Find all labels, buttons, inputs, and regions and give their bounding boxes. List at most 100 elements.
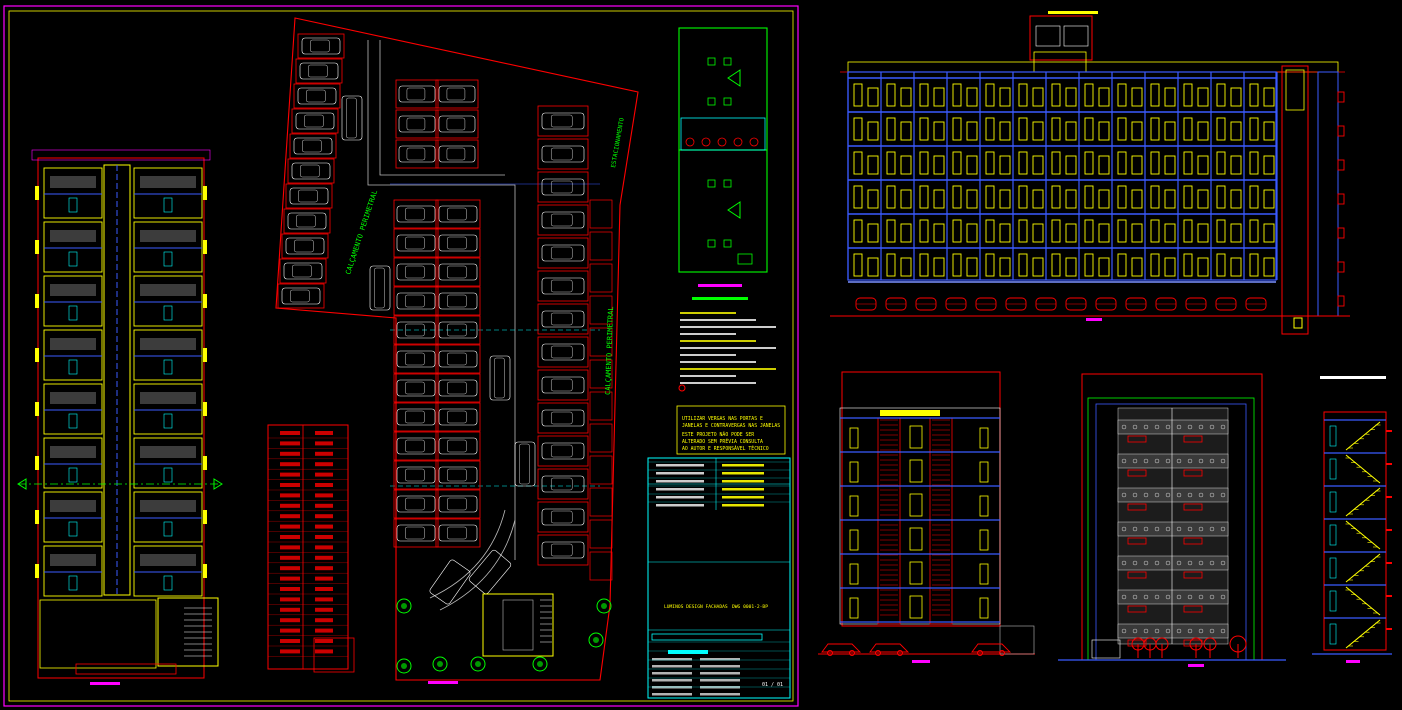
- water-tank: [717, 137, 727, 147]
- window: [985, 185, 995, 209]
- window: [1164, 155, 1176, 175]
- car-icon: [291, 162, 331, 180]
- water-tank: [733, 137, 743, 147]
- car-icon: [438, 466, 478, 484]
- side-elevation-1[interactable]: [818, 371, 1035, 663]
- car-icon: [541, 442, 585, 460]
- window: [1051, 117, 1061, 141]
- window: [1249, 117, 1259, 141]
- door: [1329, 557, 1337, 579]
- window: [1051, 253, 1061, 277]
- tree-icon: [588, 632, 604, 648]
- window-mark: [203, 456, 207, 470]
- parking-stall: [435, 109, 479, 139]
- window: [1098, 87, 1110, 107]
- window: [966, 223, 978, 243]
- window: [1337, 91, 1345, 103]
- floor-plan-tower[interactable]: [17, 149, 223, 685]
- parking-stall: [537, 435, 589, 467]
- car-icon: [396, 524, 436, 542]
- car-icon: [541, 541, 585, 559]
- car-icon: [541, 211, 585, 229]
- window: [1117, 253, 1127, 277]
- door: [1329, 590, 1337, 612]
- parking-stall: [435, 489, 481, 519]
- window: [1337, 193, 1345, 205]
- car-icon: [429, 559, 471, 605]
- car-icon: [514, 441, 536, 487]
- window: [1230, 189, 1242, 209]
- unit-interior: [140, 554, 196, 566]
- unit-interior: [140, 338, 196, 350]
- door: [1329, 425, 1337, 447]
- window-door-schedule[interactable]: [267, 424, 355, 673]
- note-line-1: UTILIZAR VERGAS NAS PORTAS E: [682, 416, 763, 422]
- window: [1249, 185, 1259, 209]
- car-icon: [438, 115, 476, 133]
- window: [1337, 125, 1345, 137]
- window: [1164, 87, 1176, 107]
- window-mark: [203, 348, 207, 362]
- front-elevation[interactable]: [830, 11, 1350, 335]
- window: [1249, 151, 1259, 175]
- window: [849, 563, 859, 585]
- parking-stall: [537, 501, 589, 533]
- car-icon: [438, 145, 476, 163]
- building-section[interactable]: [1312, 376, 1392, 663]
- parking-stall: [297, 33, 345, 59]
- side-elevation-2[interactable]: [1058, 373, 1286, 667]
- apartment-unit: [133, 329, 203, 381]
- window: [853, 219, 863, 243]
- apartment-unit: [133, 275, 203, 327]
- window: [1164, 121, 1176, 141]
- window: [886, 83, 896, 107]
- door: [1329, 524, 1337, 546]
- apartment-unit: [133, 221, 203, 273]
- window: [849, 461, 859, 483]
- window: [1065, 223, 1077, 243]
- unit-interior: [50, 500, 96, 512]
- window-mark: [35, 564, 39, 578]
- window: [1117, 185, 1127, 209]
- car-icon: [489, 355, 511, 401]
- window: [867, 121, 879, 141]
- car-icon: [541, 475, 585, 493]
- window: [1263, 223, 1275, 243]
- window: [1051, 151, 1061, 175]
- window: [1065, 257, 1077, 277]
- parking-stall: [589, 231, 613, 261]
- parking-stall: [589, 423, 613, 453]
- window: [1084, 83, 1094, 107]
- tree-icon: [396, 658, 412, 674]
- apartment-unit: [133, 491, 203, 543]
- parking-stall: [393, 286, 439, 316]
- window: [999, 155, 1011, 175]
- car-icon: [396, 205, 436, 223]
- window: [1216, 253, 1226, 277]
- roof-plan[interactable]: [678, 27, 768, 300]
- title-block[interactable]: LUMINOS DESIGN FACHADAS DWG 0001-2-BP 01…: [647, 457, 791, 699]
- car-icon: [541, 310, 585, 328]
- window: [1131, 257, 1143, 277]
- window: [853, 253, 863, 277]
- window: [909, 595, 923, 619]
- car-icon: [281, 287, 321, 305]
- window-mark: [35, 456, 39, 470]
- car-icon: [396, 495, 436, 513]
- parking-stall: [393, 315, 439, 345]
- car-icon: [541, 343, 585, 361]
- parking-stall: [393, 373, 439, 403]
- window: [1117, 83, 1127, 107]
- unit-interior: [50, 338, 96, 350]
- parking-stall: [589, 295, 613, 325]
- window: [1018, 151, 1028, 175]
- parking-stall: [289, 133, 337, 159]
- car-icon: [1091, 639, 1121, 659]
- window: [919, 83, 929, 107]
- car-icon: [438, 350, 478, 368]
- window: [867, 155, 879, 175]
- car-icon: [396, 466, 436, 484]
- balcony: [1117, 419, 1229, 435]
- window: [985, 117, 995, 141]
